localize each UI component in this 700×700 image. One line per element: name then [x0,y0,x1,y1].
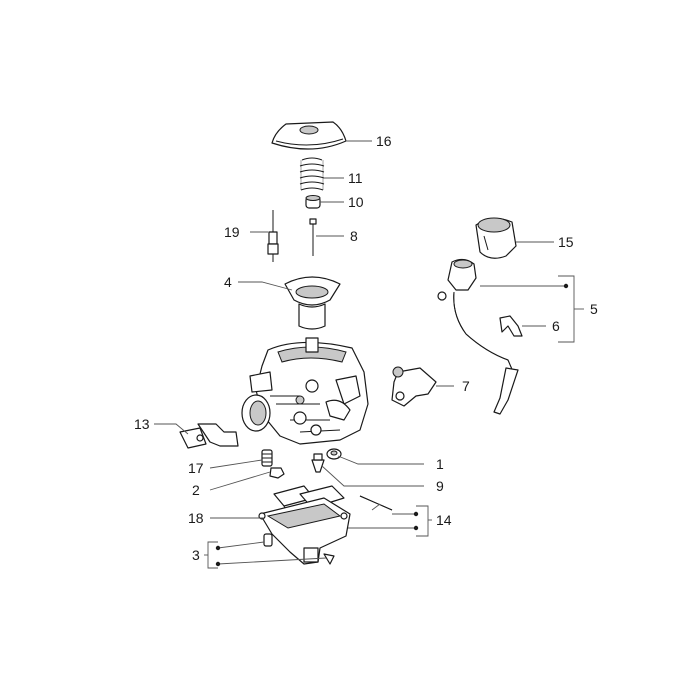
bracket-14 [413,505,432,537]
callout-11: 11 [348,170,363,186]
part-4-slide [284,276,341,330]
part-8-needle [309,218,317,256]
callout-1: 1 [436,456,444,472]
part-19-jet [267,210,279,262]
part-6-clip [499,315,523,337]
part-17-screw [261,449,273,467]
part-10-retainer [305,195,321,209]
part-15-boot [475,217,517,259]
callout-18: 18 [188,510,204,526]
part-13-elbow [179,423,239,449]
carburettor-body [241,337,369,445]
bracket-5 [558,275,584,343]
callout-16: 16 [376,133,392,149]
callout-10: 10 [348,194,364,210]
callout-5: 5 [590,301,598,317]
callout-6: 6 [552,318,560,334]
callout-2: 2 [192,482,200,498]
leader-lines [154,140,566,565]
part-2-nut [269,467,285,479]
callout-13: 13 [134,416,150,432]
part-16-cover [271,121,347,150]
callout-3: 3 [192,547,200,563]
callout-9: 9 [436,478,444,494]
part-3-screws [263,533,335,565]
callout-8: 8 [350,228,358,244]
part-11-spring [299,157,325,191]
callout-15: 15 [558,234,574,250]
part-9-valve [311,453,325,473]
part-18-bowl [258,497,351,565]
bracket-3 [204,541,221,569]
callout-14: 14 [436,512,452,528]
callout-labels: 16 11 10 8 19 4 15 5 6 7 13 1 9 17 2 18 … [134,133,598,563]
part-5-starter [437,258,519,415]
part-7-housing [391,366,437,407]
callout-7: 7 [462,378,470,394]
part-1-washer [326,448,342,460]
callout-17: 17 [188,460,204,476]
callout-4: 4 [224,274,232,290]
callout-19: 19 [224,224,240,240]
